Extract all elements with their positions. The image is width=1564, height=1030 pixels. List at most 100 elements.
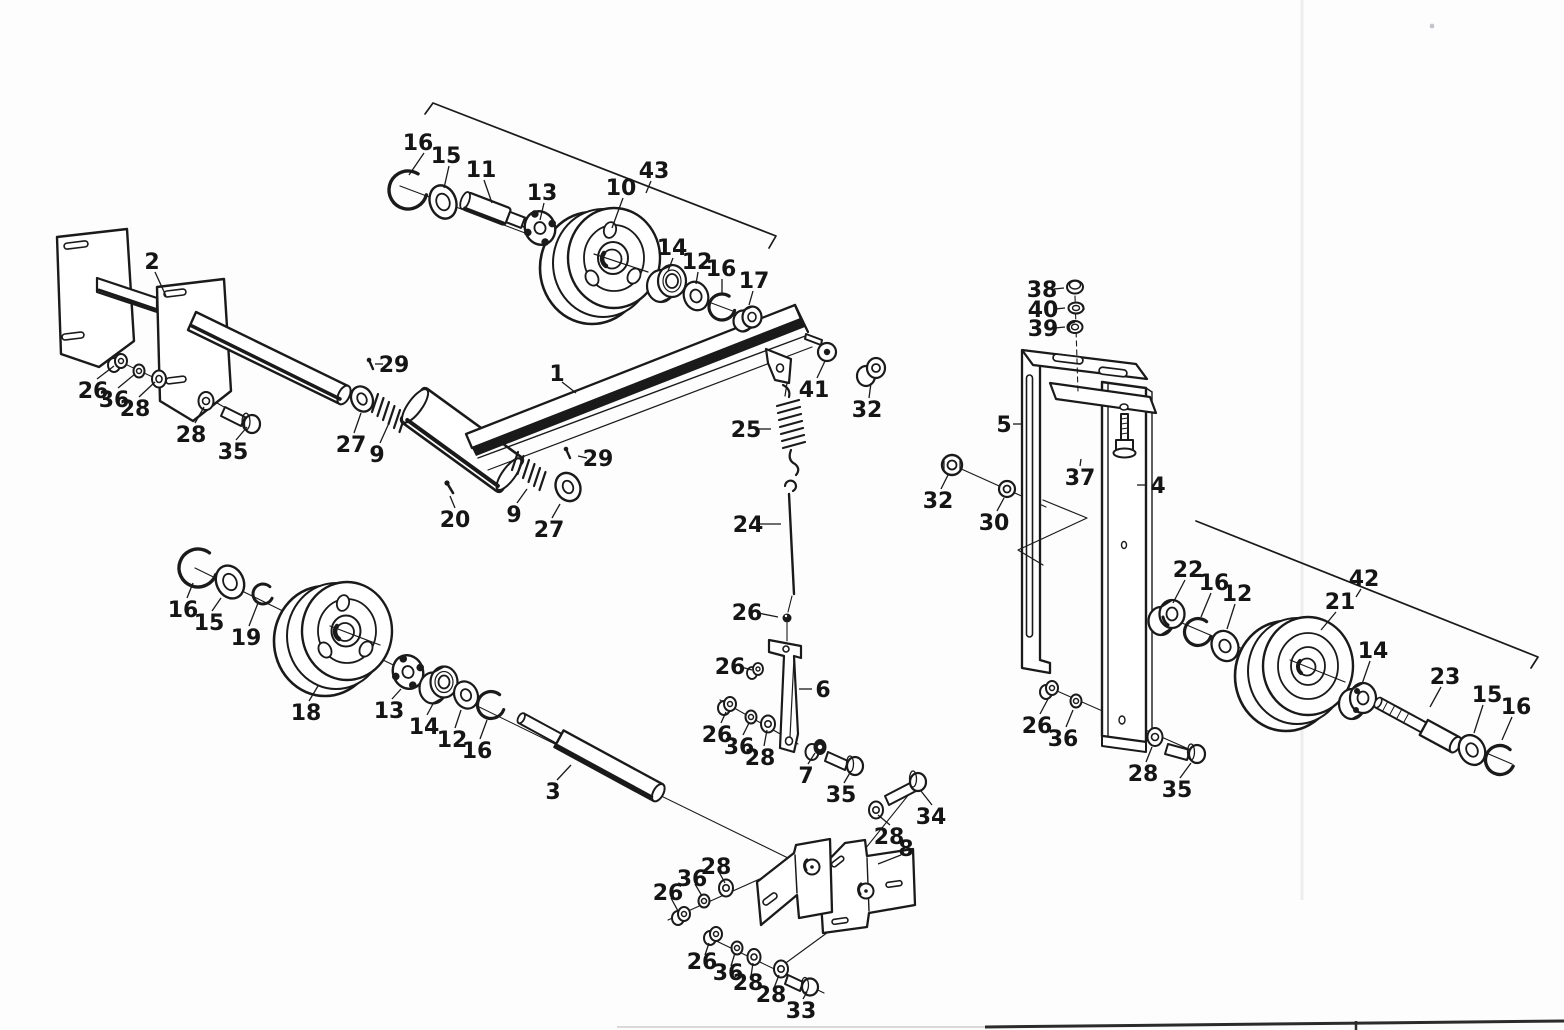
leader-line <box>877 854 902 865</box>
part-number-label: 32 <box>852 398 883 423</box>
part-number-label: 12 <box>1222 582 1253 607</box>
leader-line <box>996 497 1005 512</box>
part-number-label: 1 <box>549 362 564 387</box>
thrust-washer-27 <box>554 471 582 503</box>
leader-line <box>117 373 136 389</box>
hex-bolt-35 <box>824 751 865 777</box>
leader-line <box>704 942 710 956</box>
leader-line <box>561 381 577 394</box>
washer-15 <box>214 564 246 600</box>
leader-line <box>757 612 779 618</box>
part-number-label: 28 <box>701 855 732 880</box>
circlip-16 <box>707 292 737 322</box>
leader-line <box>443 165 450 189</box>
part-number-label: 28 <box>120 397 151 422</box>
part-number-label: 36 <box>1048 727 1079 752</box>
washer-15 <box>1457 733 1487 767</box>
part-number-label: 28 <box>1128 762 1159 787</box>
leader-line <box>1200 592 1212 618</box>
slotted-bracket-5 <box>1020 348 1158 675</box>
leader-line <box>1355 588 1362 598</box>
washer-39 <box>1066 320 1084 334</box>
part-number-label: 36 <box>99 388 130 413</box>
part-number-label: 29 <box>583 447 614 472</box>
leader-line <box>138 381 156 398</box>
part-number-label: 39 <box>1028 317 1059 342</box>
assembly-42-reference-line <box>1195 520 1539 669</box>
circlip-16 <box>387 169 429 211</box>
leader-line <box>740 666 753 671</box>
part-number-label: 18 <box>291 701 322 726</box>
nut-38 <box>1066 279 1084 295</box>
part-number-label: 34 <box>916 805 947 830</box>
part-number-label: 12 <box>682 250 713 275</box>
leader-line <box>391 688 402 700</box>
cotter-pin-29 <box>366 357 375 371</box>
leader-line <box>807 752 816 765</box>
part-number-label: 35 <box>1162 778 1193 803</box>
shoulder-bolt-23 <box>1373 696 1463 754</box>
plate-fastener-rows <box>671 878 820 997</box>
bearing-cage-13 <box>391 654 425 690</box>
leader-line <box>670 897 679 912</box>
part-number-label: 5 <box>996 413 1011 438</box>
leader-line <box>235 426 248 441</box>
part-number-label: 43 <box>639 159 670 184</box>
part-number-label: 30 <box>979 511 1010 536</box>
leader-line <box>1501 716 1513 741</box>
part-number-label: 28 <box>733 971 764 996</box>
part-number-label: 14 <box>657 236 688 261</box>
part-number-label: 2 <box>144 250 159 275</box>
part-number-label: 8 <box>898 837 913 862</box>
flat-washer-28 <box>151 369 167 389</box>
leader-line <box>816 360 826 379</box>
tension-spring-and-rod <box>775 382 807 642</box>
upper-pulley-set <box>387 169 763 333</box>
leader-line <box>843 770 852 784</box>
part-number-label: 17 <box>739 269 770 294</box>
part-number-label: 16 <box>403 131 434 156</box>
part-number-label: 7 <box>798 764 813 789</box>
part-number-label: 6 <box>815 678 830 703</box>
spring-25 <box>775 383 807 477</box>
part-number-label: 9 <box>369 443 384 468</box>
hex-bolt-33 <box>784 974 820 997</box>
leader-line <box>186 582 194 599</box>
part-number-label: 15 <box>431 144 462 169</box>
thrust-washer-27 <box>349 385 375 413</box>
part-number-label: 25 <box>731 418 762 443</box>
leader-line <box>1226 603 1236 630</box>
part-number-label: 33 <box>786 999 817 1024</box>
leader-line <box>1172 579 1186 604</box>
part-number-label: 26 <box>687 950 718 975</box>
part-number-label: 14 <box>1358 639 1389 664</box>
part-number-label: 38 <box>1027 278 1058 303</box>
leader-line <box>742 722 750 736</box>
leader-line <box>1473 704 1484 734</box>
leader-line <box>1079 458 1082 467</box>
leader-line <box>379 422 390 444</box>
circlip-19 <box>251 582 275 606</box>
leader-line <box>211 597 222 612</box>
leader-line <box>426 701 435 716</box>
part-number-label: 26 <box>78 379 109 404</box>
washer-12 <box>682 280 710 312</box>
leader-line <box>154 271 167 297</box>
part-number-label: 21 <box>1325 590 1356 615</box>
part-number-label: 15 <box>1472 683 1503 708</box>
leader-line <box>539 202 545 221</box>
shaft-3 <box>516 712 666 803</box>
leader-line <box>802 991 808 1000</box>
assembly-43-reference-line <box>424 102 777 249</box>
leader-line <box>454 709 462 729</box>
part-number-label: 16 <box>462 739 493 764</box>
washer-41 <box>816 341 838 363</box>
channel-bracket-4 <box>1100 380 1153 753</box>
bottom-fasteners <box>1039 680 1207 765</box>
part-number-label: 13 <box>374 699 405 724</box>
leader-line <box>1179 762 1192 779</box>
leader-line <box>940 474 949 490</box>
leader-line <box>695 271 699 285</box>
leader-line <box>868 382 872 399</box>
